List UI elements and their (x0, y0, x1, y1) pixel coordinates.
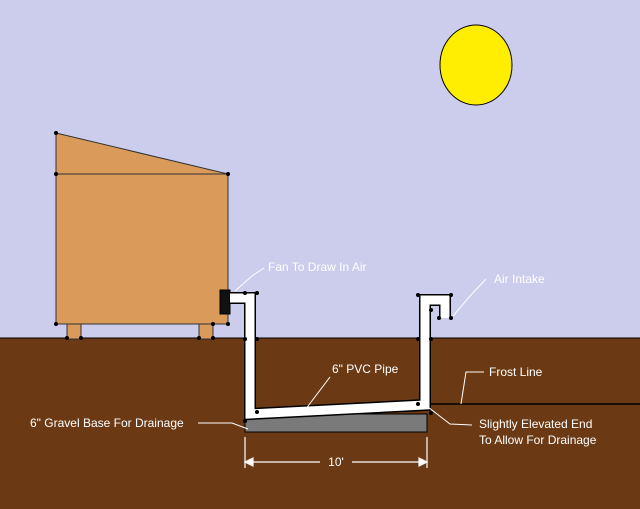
elevated-end-label-1: Slightly Elevated End (479, 417, 592, 431)
shed (54, 131, 230, 340)
pvc-pipe-label: 6" PVC Pipe (332, 362, 399, 376)
shed-support-right (198, 323, 214, 340)
pvc-pipe-leader (304, 376, 331, 411)
dimension-label: 10' (328, 455, 344, 469)
fan (219, 289, 231, 315)
frost-line-leader (460, 371, 484, 405)
air-intake-leader (452, 278, 487, 317)
elevated-end-leader (427, 406, 473, 426)
frost-line-label: Frost Line (489, 365, 543, 379)
elevated-end-label-2: To Allow For Drainage (479, 433, 597, 447)
dimension-marker (243, 437, 429, 468)
sun (439, 24, 513, 106)
gravel-leader (198, 422, 249, 430)
pvc-pipe (230, 291, 453, 423)
gravel-base-label: 6" Gravel Base For Drainage (30, 416, 184, 430)
air-intake-label: Air Intake (494, 272, 545, 286)
leader-lines (198, 267, 487, 430)
shed-support-left (66, 323, 82, 340)
fan-leader (234, 267, 265, 292)
fan-label: Fan To Draw In Air (268, 260, 366, 274)
